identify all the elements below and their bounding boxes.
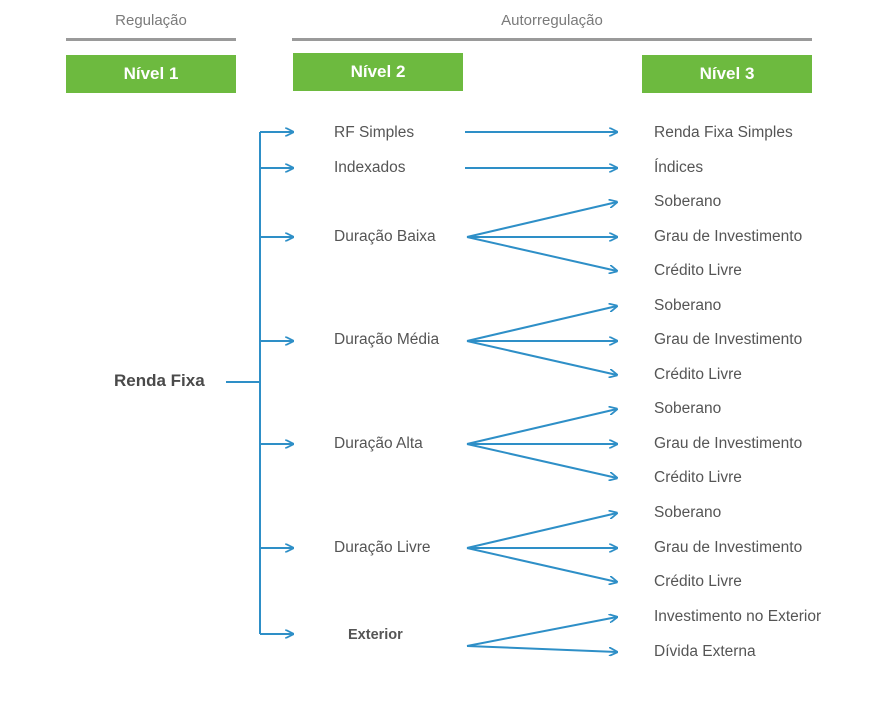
level3-media-grau: Grau de Investimento (654, 331, 803, 348)
level-3-badge: Nível 3 (642, 55, 812, 93)
level3-livre-credito: Crédito Livre (654, 573, 742, 590)
link-alta-credito (466, 443, 617, 478)
header-regulacao: Regulação (115, 12, 187, 29)
link-media-soberano (466, 306, 617, 342)
link-livre-credito (466, 547, 617, 582)
level3-investimento-exterior: Investimento no Exterior (654, 608, 822, 625)
level2-rf-simples: RF Simples (334, 124, 415, 141)
level2-duracao-media: Duração Média (334, 331, 440, 348)
level3-alta-soberano: Soberano (654, 400, 722, 417)
level2-duracao-alta: Duração Alta (334, 435, 423, 452)
level3-livre-grau: Grau de Investimento (654, 539, 803, 556)
level3-baixa-credito: Crédito Livre (654, 262, 742, 279)
level3-alta-credito: Crédito Livre (654, 469, 742, 486)
level2-duracao-baixa: Duração Baixa (334, 228, 436, 245)
link-baixa-soberano (466, 202, 617, 238)
level2-exterior: Exterior (348, 627, 403, 643)
level3-indices: Índices (654, 159, 704, 176)
level3-media-soberano: Soberano (654, 297, 722, 314)
level3-divida-externa: Dívida Externa (654, 643, 756, 660)
link-media-credito (466, 340, 617, 375)
level2-duracao-livre: Duração Livre (334, 539, 431, 556)
link-exterior-investimento (466, 617, 617, 647)
header-autorregulacao: Autorregulação (501, 12, 603, 29)
level3-baixa-grau: Grau de Investimento (654, 228, 803, 245)
level3-baixa-soberano: Soberano (654, 193, 722, 210)
level2-indexados: Indexados (334, 159, 406, 176)
link-exterior-divida (466, 645, 617, 652)
level3-livre-soberano: Soberano (654, 504, 722, 521)
header-line-regulacao (66, 38, 236, 41)
level3-alta-grau: Grau de Investimento (654, 435, 803, 452)
level-1-badge: Nível 1 (66, 55, 236, 93)
level-2-badge: Nível 2 (293, 53, 463, 91)
header-line-autorregulacao (292, 38, 812, 41)
level3-renda-fixa-simples: Renda Fixa Simples (654, 124, 793, 141)
link-baixa-credito (466, 236, 617, 271)
link-alta-soberano (466, 409, 617, 445)
link-livre-soberano (466, 513, 617, 549)
root-renda-fixa: Renda Fixa (114, 371, 205, 390)
level3-media-credito: Crédito Livre (654, 366, 742, 383)
